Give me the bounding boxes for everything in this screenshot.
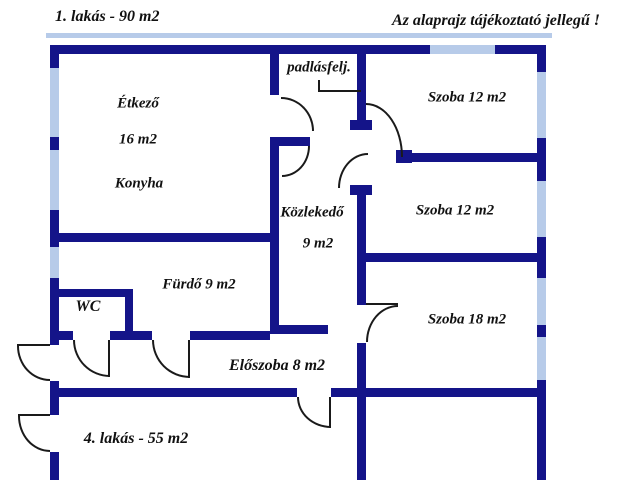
door-jamb bbox=[350, 185, 372, 195]
wall-right-bottom bbox=[537, 380, 546, 480]
wall-szoba18-top bbox=[357, 253, 546, 262]
door-leaf-szoba18 bbox=[366, 303, 398, 305]
door-arc-stairwell-1 bbox=[17, 346, 50, 381]
plan-title: 1. lakás - 90 m2 bbox=[55, 8, 160, 25]
wall-tee bbox=[270, 137, 310, 146]
wall-szoba18-left bbox=[357, 343, 366, 480]
stair-line bbox=[318, 80, 320, 92]
room-label-szoba12b: Szoba 12 m2 bbox=[415, 202, 495, 219]
wall-left bbox=[50, 278, 59, 345]
door-arc-kozlekedo bbox=[282, 146, 310, 177]
room-area-kozlekedo: 9 m2 bbox=[302, 235, 334, 252]
wall-top-right bbox=[495, 45, 546, 54]
room-label-szoba12a: Szoba 12 m2 bbox=[427, 89, 507, 106]
wall-right bbox=[537, 45, 546, 72]
room-label-etkezo: Étkező bbox=[117, 95, 159, 112]
wall-wc-right bbox=[125, 289, 133, 340]
wall-right bbox=[537, 325, 546, 337]
wall-eloszoba-top bbox=[50, 331, 73, 340]
stair-line bbox=[318, 90, 361, 92]
door-leaf-stairwell-2 bbox=[18, 414, 50, 416]
room-label-konyha: Konyha bbox=[114, 175, 164, 192]
room-label-lakas4: 4. lakás - 55 m2 bbox=[83, 430, 189, 447]
door-arc-etkezo bbox=[281, 97, 314, 131]
wall-eloszoba-top bbox=[190, 331, 270, 340]
door-jamb bbox=[350, 120, 372, 130]
door-leaf-wc bbox=[108, 340, 110, 377]
wall-etkezo-right bbox=[270, 54, 279, 95]
wall-padlas-right bbox=[357, 54, 366, 130]
window-left-2 bbox=[50, 150, 59, 210]
wall-kozlekedo-left bbox=[270, 137, 279, 329]
window-left-1 bbox=[50, 68, 59, 137]
wall-wc-top bbox=[58, 289, 133, 297]
wall-left bbox=[50, 210, 59, 247]
wall-eloszoba-top bbox=[110, 331, 152, 340]
room-label-wc: WC bbox=[75, 298, 101, 315]
room-label-furdo: Fürdő 9 m2 bbox=[162, 276, 236, 293]
door-arc-szoba12b bbox=[338, 153, 368, 188]
wall-right bbox=[537, 138, 546, 181]
wall-left-lower bbox=[50, 381, 59, 415]
window-right-1 bbox=[537, 72, 546, 138]
door-arc-stairwell-2 bbox=[18, 416, 50, 452]
wall-kozlekedo-bottom bbox=[270, 325, 328, 334]
wall-top-left bbox=[50, 45, 430, 54]
wall-furdo-top bbox=[58, 233, 270, 242]
wall-left bbox=[50, 45, 59, 68]
window-left-3 bbox=[50, 247, 59, 278]
room-label-kozlekedo: Közlekedő bbox=[280, 204, 344, 221]
door-arc-szoba12a bbox=[366, 103, 403, 157]
wall-eloszoba-bottom bbox=[50, 388, 297, 397]
window-right-3 bbox=[537, 278, 546, 325]
wall-left-bottom bbox=[50, 452, 59, 480]
room-label-eloszoba: Előszoba 8 m2 bbox=[228, 357, 326, 374]
door-arc-entrance bbox=[297, 397, 331, 428]
room-area-etkezo: 16 m2 bbox=[119, 131, 157, 148]
window-right-4 bbox=[537, 337, 546, 380]
wall-szoba12-divider bbox=[412, 153, 537, 162]
plan-disclaimer: Az alaprajz tájékoztató jellegű ! bbox=[392, 12, 601, 29]
door-leaf-entrance bbox=[329, 397, 331, 428]
room-label-szoba18: Szoba 18 m2 bbox=[427, 311, 507, 328]
door-leaf-furdo bbox=[188, 340, 190, 378]
wall-left bbox=[50, 137, 59, 150]
wall-szoba18-bottom bbox=[331, 388, 546, 397]
window-right-2 bbox=[537, 181, 546, 237]
door-arc-furdo bbox=[152, 340, 190, 378]
door-arc-wc bbox=[73, 340, 110, 377]
facade-line bbox=[46, 33, 552, 38]
door-leaf-stairwell-1 bbox=[17, 344, 50, 346]
door-arc-szoba18 bbox=[366, 305, 398, 342]
wall-szoba-left bbox=[357, 190, 366, 305]
window-top bbox=[430, 45, 495, 54]
room-label-padlasfelj: padlásfelj. bbox=[287, 59, 351, 76]
